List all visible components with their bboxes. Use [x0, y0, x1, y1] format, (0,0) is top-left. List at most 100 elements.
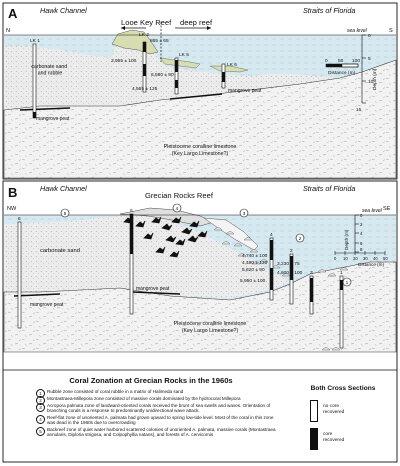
- core-label: LK 5: [179, 52, 189, 58]
- legend: Coral Zonation at Grecian Rocks in the 1…: [36, 374, 392, 462]
- panel-b-peat-label-2: mangrove peat: [136, 286, 170, 292]
- panel-b-sand-label: carbonate sand: [40, 248, 80, 254]
- legend-item-text: Acropora palmata zone of landward-orient…: [47, 402, 271, 413]
- panel-b-peat-1: [13, 293, 61, 297]
- legend-title: Coral Zonation at Grecian Rocks in the 1…: [69, 376, 233, 385]
- panel-a-sea-level: sea level: [347, 28, 368, 34]
- depth-tick: 0: [368, 33, 371, 39]
- zone-marker: [172, 203, 182, 213]
- panel-a-peat-2: [169, 93, 223, 100]
- panel-a-compass-left: N: [6, 28, 10, 34]
- distance-tick: 10: [343, 256, 348, 261]
- panel-b-letter: B: [8, 185, 17, 200]
- distance-tick: 20: [353, 256, 358, 261]
- age-label: 4,600 ± 100: [277, 270, 303, 276]
- panel-b-depth-label: Depth (m): [344, 229, 349, 250]
- depth-tick: 15: [356, 107, 362, 113]
- rubble-zone: [317, 267, 349, 351]
- legend-item-number: 5: [36, 427, 45, 436]
- acropora-corals: [123, 216, 208, 258]
- core-label: 3: [310, 270, 313, 276]
- panel-a-compass-right: S: [389, 28, 393, 34]
- core-1: [339, 275, 344, 349]
- depth-tick: 6: [360, 241, 363, 246]
- panel-a-sand-label: carbonate sand and rubble: [31, 64, 68, 77]
- depth-tick: 5: [368, 56, 371, 62]
- core-label: 6: [18, 216, 21, 222]
- panel-b-reef-label: Grecian Rocks Reef: [145, 191, 214, 200]
- core-label: LK 1: [30, 38, 40, 44]
- core-lk5: [174, 57, 179, 95]
- distance-tick: 50: [383, 256, 388, 261]
- panel-b-peat-label-1: mangrove peat: [30, 302, 64, 308]
- distance-tick: 0: [325, 58, 328, 64]
- panel-a-letter: A: [8, 6, 18, 21]
- zone-marker: [295, 233, 305, 243]
- zone-marker-number: 3: [243, 211, 246, 217]
- distance-tick: 0: [334, 256, 337, 261]
- panel-b-distance-label: Distance (m): [358, 262, 385, 267]
- no-core-key: [310, 400, 318, 422]
- age-label: 6,580 ± 90: [151, 72, 174, 78]
- panel-b-bedrock-label-1: Pleistocene coralline limestone: [174, 321, 247, 327]
- panel-a-reef-label: Looe Key Reef: [121, 18, 172, 27]
- panel-a-bedrock-label-1: Pleistocene coralline limestone: [164, 144, 237, 150]
- age-label: 3,230 ± 75: [277, 261, 300, 267]
- panel-a-peat-label-2: mangrove peat: [228, 88, 262, 94]
- zone-marker-number: 5: [64, 211, 67, 217]
- core-label: 4: [270, 232, 273, 238]
- depth-tick: 4: [360, 231, 363, 236]
- core-label: LK 2: [139, 32, 149, 38]
- panel-a-right-title: Straits of Florida: [303, 6, 355, 15]
- zone-marker-number: 4: [176, 206, 179, 212]
- sand-label-line: carbonate sand: [31, 64, 67, 70]
- panel-a-bedrock-label-2: (Key Largo Limestone?): [172, 151, 229, 157]
- panel-b-right-title: Straits of Florida: [303, 184, 355, 193]
- age-label: 4,490 ± 120: [242, 260, 268, 266]
- panel-a-peat-1: [19, 107, 71, 111]
- distance-tick: 30: [363, 256, 368, 261]
- zone-marker-number: 2: [299, 236, 302, 242]
- distance-tick: 100: [352, 58, 360, 64]
- core-recovered-key: [310, 428, 318, 450]
- core-label: 5: [130, 208, 133, 214]
- panel-a-depth-label: Depth (m): [372, 68, 378, 90]
- core-lk1: [32, 43, 37, 119]
- panel-b-compass-right: SE: [383, 206, 391, 212]
- legend-item-text: Reef-flat zone of unoriented A. palmata …: [47, 414, 274, 426]
- age-label: 865 ± 65: [150, 38, 169, 44]
- panel-b-bedrock-label-2: (Key Largo Limestone?): [182, 328, 239, 334]
- depth-tick: 10: [368, 79, 374, 85]
- panel-a-left-title: Hawk Channel: [40, 6, 87, 15]
- age-label: 3,955 ± 100: [111, 58, 137, 64]
- panel-a-deep-reef-label: deep reef: [180, 18, 213, 27]
- depth-tick: 2: [360, 222, 363, 227]
- age-label: 5,620 ± 90: [242, 267, 265, 273]
- legend-item-text: Montastraea-Millepora zone consisted of …: [47, 395, 241, 401]
- panel-a-reef-cap: [111, 29, 159, 55]
- sand-label-line: and rubble: [38, 71, 63, 77]
- panel-a-peat-label-1: mangrove peat: [36, 116, 70, 122]
- panel-a-distance-label: Distance (m): [328, 70, 356, 76]
- age-label: 5,950 ± 100: [240, 278, 266, 284]
- zone-marker-number: 1: [346, 280, 349, 286]
- panel-b-peat-2: [131, 291, 181, 295]
- zone-marker: [239, 208, 249, 218]
- panel-b: [2, 180, 398, 463]
- core-label: LK 6: [227, 62, 237, 68]
- core-label: 2: [290, 248, 293, 254]
- zone-marker: [60, 208, 70, 218]
- distance-tick: 50: [338, 58, 344, 64]
- legend-item-number: 4: [36, 414, 45, 424]
- massive-corals: [213, 227, 291, 277]
- zone-marker: [342, 277, 352, 287]
- age-label: 4,565 ± 125: [132, 86, 158, 92]
- depth-tick: 8: [360, 247, 363, 252]
